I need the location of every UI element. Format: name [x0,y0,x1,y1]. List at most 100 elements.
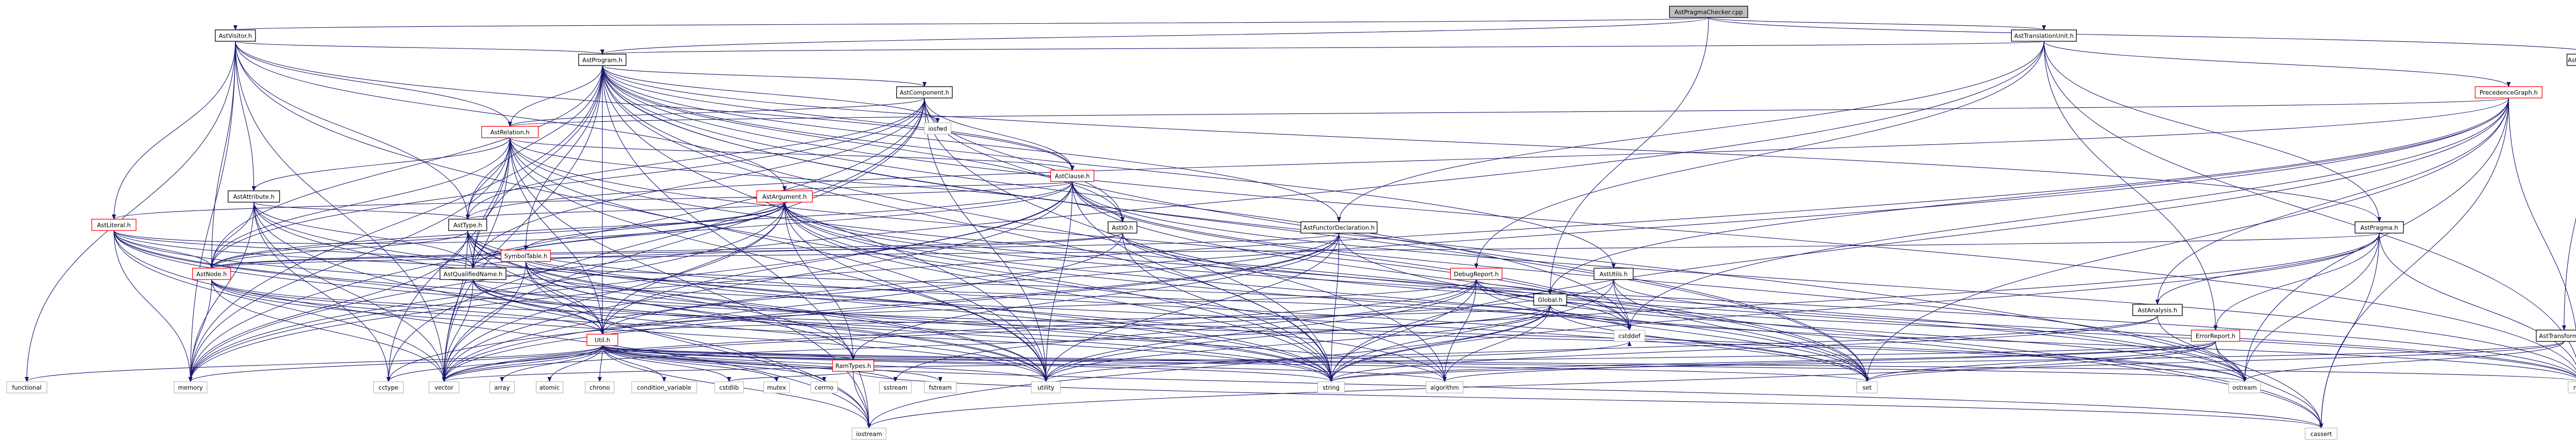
node-box [1669,6,1749,18]
node-string: string [1317,381,1345,393]
node-label: condition_variable [637,384,691,391]
include-edge-path [2242,233,2380,382]
include-edge-astnode-to-vector [211,279,446,382]
node-label: vector [434,384,453,391]
include-edge-astpragmachecker_h-to-asttransformer [2562,217,2576,331]
node-box [429,381,460,393]
node-label: iostream [856,431,882,438]
node-astrelation[interactable]: AstRelation.h [481,126,539,138]
include-edge-astargument-to-util [600,202,785,335]
include-edge-astfunctordeclaration-to-string [1329,233,1340,382]
include-edge-path [784,202,1333,382]
node-box [2566,54,2576,66]
node-astprogram[interactable]: AstProgram.h [578,54,626,66]
include-edge-path [1474,41,2044,269]
node-astio[interactable]: AstIO.h [1108,221,1138,234]
node-label: AstFunctorDeclaration.h [1303,224,1375,232]
include-edge-util-to-fstream [602,345,942,382]
include-edge-astclause-to-astliteral [112,181,1073,220]
include-edge-path [253,202,391,382]
node-box [192,268,231,280]
include-edge-path [113,230,1632,331]
include-edge-path [1072,181,2576,374]
node-errorreport[interactable]: ErrorReport.h [2191,330,2241,342]
include-edge-path [25,345,603,382]
node-label: AstLiteral.h [97,222,130,229]
node-box [756,190,813,203]
node-box [1317,381,1345,393]
node-box [373,381,404,393]
node-ramtypes[interactable]: RamTypes.h [832,359,874,372]
node-label: Global.h [1538,297,1563,304]
node-box [500,250,551,262]
node-precedencegraph[interactable]: PrecedenceGraph.h [2475,86,2543,99]
include-edge-debugreport-to-sstream [893,279,1477,382]
node-global[interactable]: Global.h [1533,293,1567,306]
node-asttranslationunit[interactable]: AstTranslationUnit.h [2011,29,2077,42]
include-edge-path [1550,305,1869,382]
include-edge-debugreport-to-vector [442,279,1477,382]
node-box [1426,381,1464,393]
node-label: ErrorReport.h [2196,333,2235,340]
include-edge-path [600,181,1073,335]
include-edge-path [853,371,871,429]
include-edge-path [472,279,1048,382]
node-astfunctordeclaration[interactable]: AstFunctorDeclaration.h [1300,221,1378,234]
include-edge-path [188,97,2509,382]
node-astclause[interactable]: AstClause.h [1050,170,1095,182]
node-util[interactable]: Util.h [586,334,618,346]
node-root[interactable]: AstPragmaChecker.cpp [1669,6,1749,18]
include-edge-astvisitor-to-astrelation [235,41,512,127]
include-edge-astrelation-to-memory [188,137,511,382]
node-astcomponent[interactable]: AstComponent.h [896,86,953,99]
include-edge-path [1329,305,1551,382]
node-label: utility [1038,384,1055,391]
node-astqualifiedname[interactable]: AstQualifiedName.h [439,268,506,280]
node-astnode[interactable]: AstNode.h [192,268,231,280]
node-astvisitor[interactable]: AstVisitor.h [215,29,256,42]
include-edge-astcomponent-to-memory [188,97,925,382]
include-edge-path [465,65,603,220]
include-edge-path [112,41,236,220]
include-edge-astrelation-to-set [510,137,1869,382]
include-edge-util-to-set [602,345,1869,382]
node-box [1031,381,1061,393]
node-asttype[interactable]: AstType.h [448,219,487,231]
node-label: sstream [884,384,907,391]
include-edge-path [442,279,1614,382]
include-edge-util-to-cerrno [602,345,826,382]
include-edge-astvisitor-to-astargument [235,41,787,191]
node-debugreport[interactable]: DebugReport.h [1450,268,1503,280]
node-astutils[interactable]: AstUtils.h [1594,268,1634,280]
include-edge-errorreport-to-algorithm [1443,341,2216,382]
node-box [714,381,744,393]
include-edge-astliteral-to-iostream [113,230,871,429]
node-label: AstPragma.h [2360,224,2398,232]
include-edge-path [209,202,255,269]
node-label: AstQualifiedName.h [444,271,503,278]
node-astanalysis[interactable]: AstAnalysis.h [2132,304,2183,316]
include-edge-astrelation-to-astnode [209,137,511,269]
include-edge-path [1337,41,2044,222]
node-label: string [1323,384,1340,391]
include-edge-path [253,202,446,382]
include-edge-path [1072,181,1869,382]
node-label: cstdlib [719,384,739,391]
include-edge-precedencegraph-to-string [1329,97,2509,382]
node-astattribute[interactable]: AstAttribute.h [228,190,280,203]
include-edge-path [602,65,1447,382]
include-edge-errorreport-to-iostream [867,341,2216,429]
include-edge-path [211,279,2247,382]
include-edge-errorreport-to-ostream [2215,341,2247,382]
include-edge-asttranslationunit-to-astprogram [601,41,2044,55]
node-asttransformer[interactable]: AstTransformer.h [2536,330,2576,342]
include-edge-path [784,202,1447,382]
node-astargument[interactable]: AstArgument.h [756,190,813,203]
node-astpragma[interactable]: AstPragma.h [2354,221,2404,234]
node-box [481,126,539,138]
include-edge-path [2155,97,2509,305]
include-edge-util-to-cstddef [602,341,1632,361]
node-astliteral[interactable]: AstLiteral.h [91,219,137,231]
node-astpragmachecker-h[interactable]: AstPragmaChecker.h [2566,54,2576,66]
node-symboltable[interactable]: SymbolTable.h [500,250,551,262]
